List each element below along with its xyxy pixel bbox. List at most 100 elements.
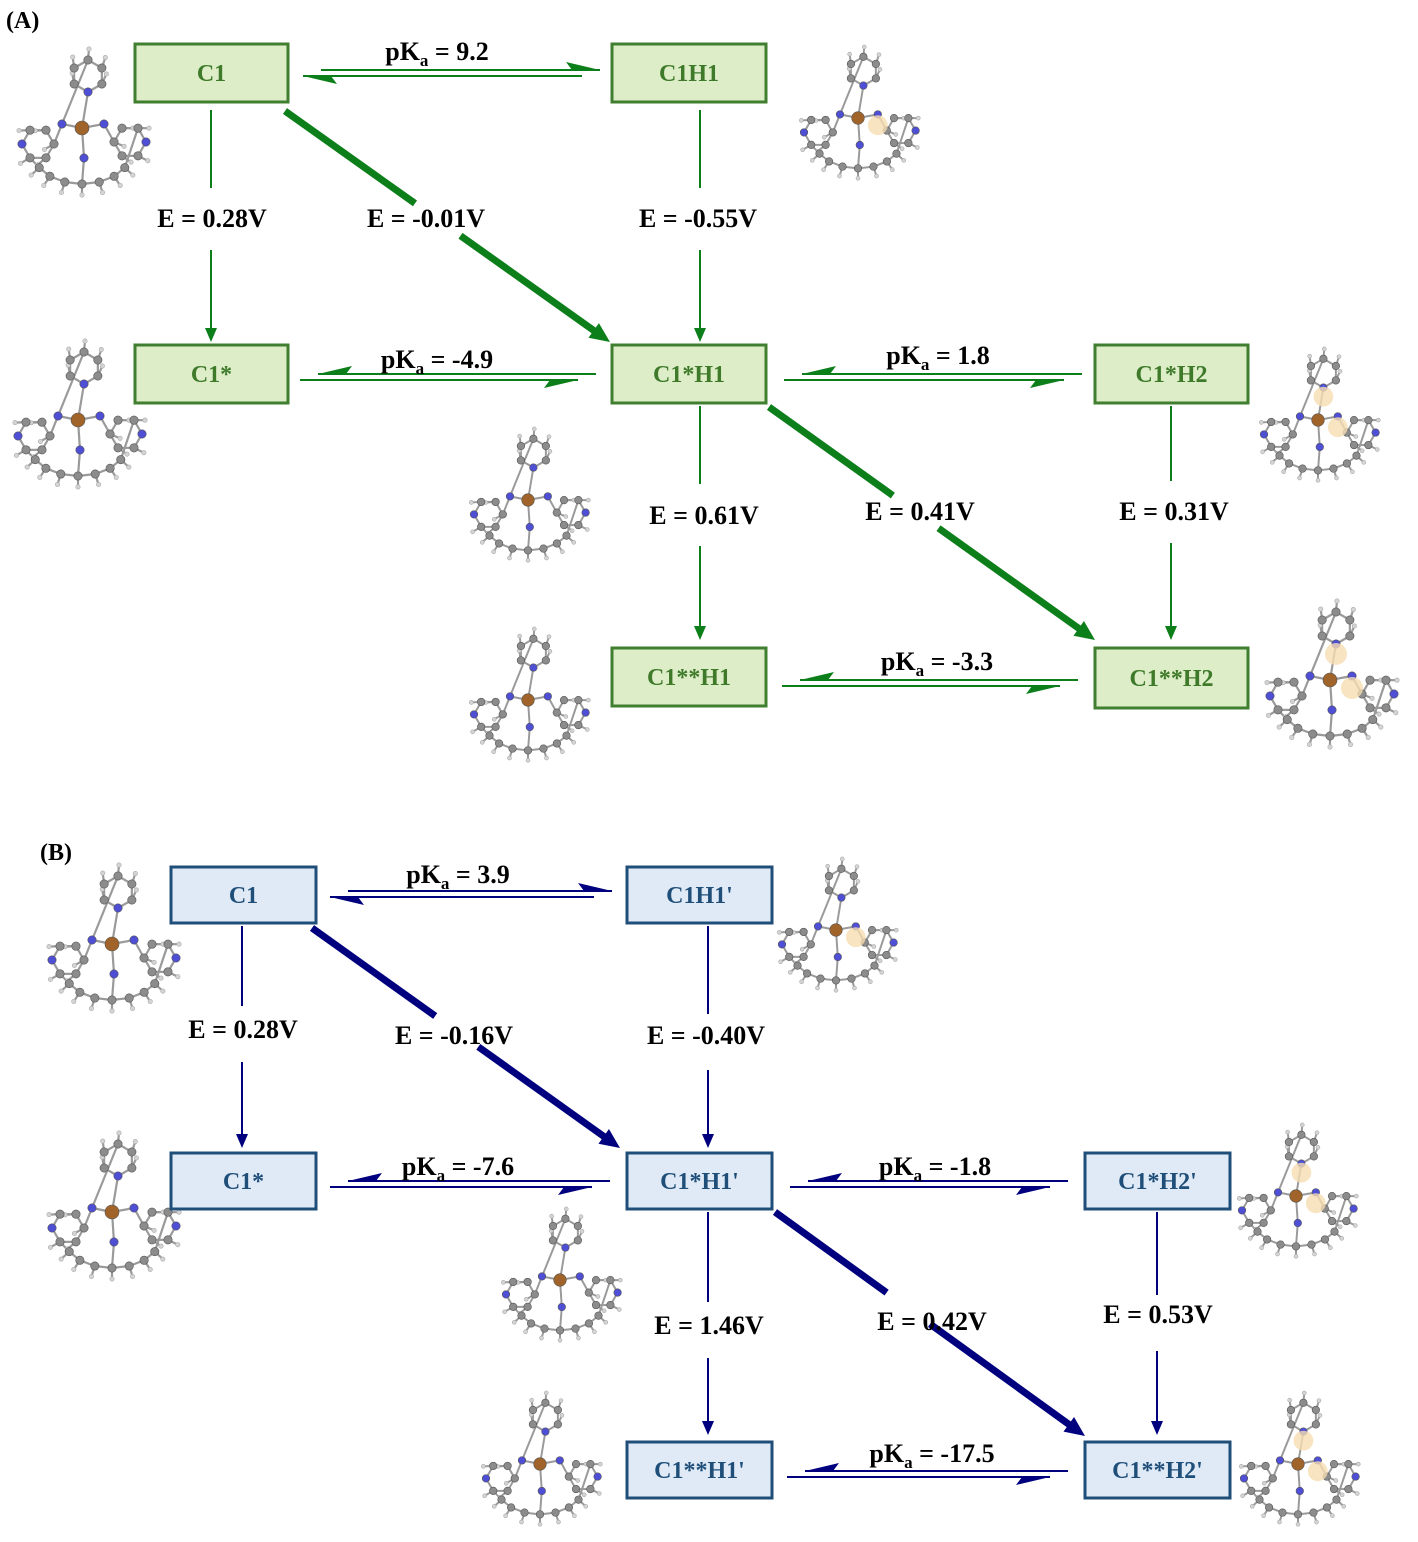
pka-value: = -7.6 bbox=[445, 1152, 514, 1181]
molecule-structure bbox=[469, 426, 591, 563]
potential-label: E = 0.31V bbox=[1119, 497, 1229, 526]
pka-label: pKa = 1.8 bbox=[886, 341, 990, 374]
species-node-c1s: C1* bbox=[133, 343, 290, 405]
pka-prefix: pK bbox=[402, 1152, 437, 1181]
pka-subscript: a bbox=[420, 51, 429, 70]
pka-label: pKa = 3.9 bbox=[406, 860, 510, 893]
potential-label: E = -0.16V bbox=[395, 1021, 513, 1050]
species-box bbox=[1083, 1151, 1232, 1211]
molecule-structure bbox=[16, 46, 152, 198]
molecule-structure bbox=[46, 862, 182, 1014]
potential-label: E = 1.46V bbox=[654, 1311, 764, 1340]
molecule-structure bbox=[1237, 1122, 1359, 1259]
molecule-structure bbox=[481, 1390, 603, 1527]
pka-value: = 3.9 bbox=[449, 860, 509, 889]
potential-label: E = -0.01V bbox=[367, 204, 485, 233]
panel-label: (B) bbox=[40, 840, 72, 866]
reduction-arrow bbox=[702, 926, 714, 1148]
pcet-arrow bbox=[766, 404, 1095, 640]
molecule-structures bbox=[46, 856, 1361, 1527]
reduction-arrow bbox=[694, 406, 706, 640]
molecule-structure bbox=[1264, 598, 1400, 750]
equilibrium-arrow bbox=[330, 883, 612, 905]
species-box bbox=[169, 1151, 318, 1211]
pcet-arrow bbox=[282, 108, 610, 342]
potential-label: E = 0.28V bbox=[188, 1015, 298, 1044]
species-label: C1 bbox=[229, 883, 258, 909]
species-label: C1*H1 bbox=[653, 362, 725, 388]
pka-value: = -4.9 bbox=[424, 345, 493, 374]
species-label: C1 bbox=[197, 61, 226, 87]
pka-value: = 9.2 bbox=[428, 37, 488, 66]
species-node-c1ssh2: C1**H2' bbox=[1083, 1440, 1232, 1500]
molecule-structure bbox=[469, 626, 591, 763]
pka-subscript: a bbox=[914, 1166, 923, 1185]
pka-subscript: a bbox=[441, 874, 450, 893]
potential-label: E = 0.41V bbox=[865, 497, 975, 526]
species-box bbox=[1093, 343, 1250, 405]
panel-label: (A) bbox=[6, 8, 39, 34]
pka-prefix: pK bbox=[869, 1439, 904, 1468]
species-node-c1sh2: C1*H2 bbox=[1093, 343, 1250, 405]
reduction-arrow bbox=[236, 926, 248, 1148]
potential-label: E = -0.55V bbox=[639, 204, 757, 233]
molecule-structure bbox=[799, 44, 921, 181]
molecule-structure bbox=[501, 1206, 623, 1343]
molecule-structures bbox=[12, 44, 1400, 763]
reduction-arrow bbox=[694, 110, 706, 342]
reduction-arrow bbox=[1165, 406, 1177, 640]
pka-subscript: a bbox=[904, 1453, 913, 1472]
potential-label: E = -0.40V bbox=[647, 1021, 765, 1050]
species-box bbox=[625, 1151, 774, 1211]
pka-label: pKa = -17.5 bbox=[869, 1439, 994, 1472]
species-node-c1h1: C1H1' bbox=[625, 865, 774, 925]
species-label: C1*H2 bbox=[1136, 362, 1208, 388]
equilibrium-arrow bbox=[782, 672, 1078, 694]
species-node-c1: C1 bbox=[169, 865, 318, 925]
pka-label: pKa = -3.3 bbox=[881, 647, 993, 680]
molecule-structure bbox=[12, 338, 148, 490]
species-box bbox=[1083, 1440, 1232, 1500]
species-label: C1**H2 bbox=[1130, 666, 1214, 692]
species-box bbox=[169, 865, 318, 925]
pka-label: pKa = -4.9 bbox=[381, 345, 493, 378]
species-node-c1sh2: C1*H2' bbox=[1083, 1151, 1232, 1211]
reduction-arrow bbox=[205, 110, 217, 342]
pcet-arrow bbox=[309, 925, 620, 1148]
equilibrium-arrow bbox=[330, 1173, 610, 1195]
species-box bbox=[625, 1440, 774, 1500]
species-box bbox=[133, 343, 290, 405]
pka-prefix: pK bbox=[879, 1152, 914, 1181]
species-box bbox=[133, 42, 290, 104]
pcet-arrow bbox=[772, 1209, 1085, 1436]
pka-prefix: pK bbox=[886, 341, 921, 370]
species-label: C1H1 bbox=[659, 61, 719, 87]
species-label: C1H1' bbox=[666, 883, 733, 909]
equilibrium-arrow bbox=[790, 1173, 1068, 1195]
equilibrium-arrow bbox=[784, 366, 1082, 388]
species-node-c1ssh1: C1**H1' bbox=[625, 1440, 774, 1500]
pka-value: = -3.3 bbox=[924, 647, 993, 676]
pka-label: pKa = -1.8 bbox=[879, 1152, 991, 1185]
species-box bbox=[610, 42, 768, 104]
potential-label: E = 0.61V bbox=[649, 501, 759, 530]
pka-subscript: a bbox=[416, 359, 425, 378]
pka-value: = 1.8 bbox=[929, 341, 989, 370]
pka-prefix: pK bbox=[385, 37, 420, 66]
reduction-arrow bbox=[702, 1212, 714, 1435]
species-label: C1* bbox=[223, 1169, 264, 1195]
pka-value: = -1.8 bbox=[922, 1152, 991, 1181]
species-node-c1h1: C1H1 bbox=[610, 42, 768, 104]
species-label: C1*H2' bbox=[1118, 1169, 1197, 1195]
reduction-arrow bbox=[1151, 1212, 1163, 1435]
species-box bbox=[610, 343, 768, 405]
potential-label: E = 0.28V bbox=[157, 204, 267, 233]
molecule-structure bbox=[1239, 1390, 1361, 1527]
pka-prefix: pK bbox=[881, 647, 916, 676]
molecule-structure bbox=[777, 856, 899, 993]
potential-label: E = 0.42V bbox=[877, 1307, 987, 1336]
pka-subscript: a bbox=[437, 1166, 446, 1185]
pka-label: pKa = 9.2 bbox=[385, 37, 489, 70]
